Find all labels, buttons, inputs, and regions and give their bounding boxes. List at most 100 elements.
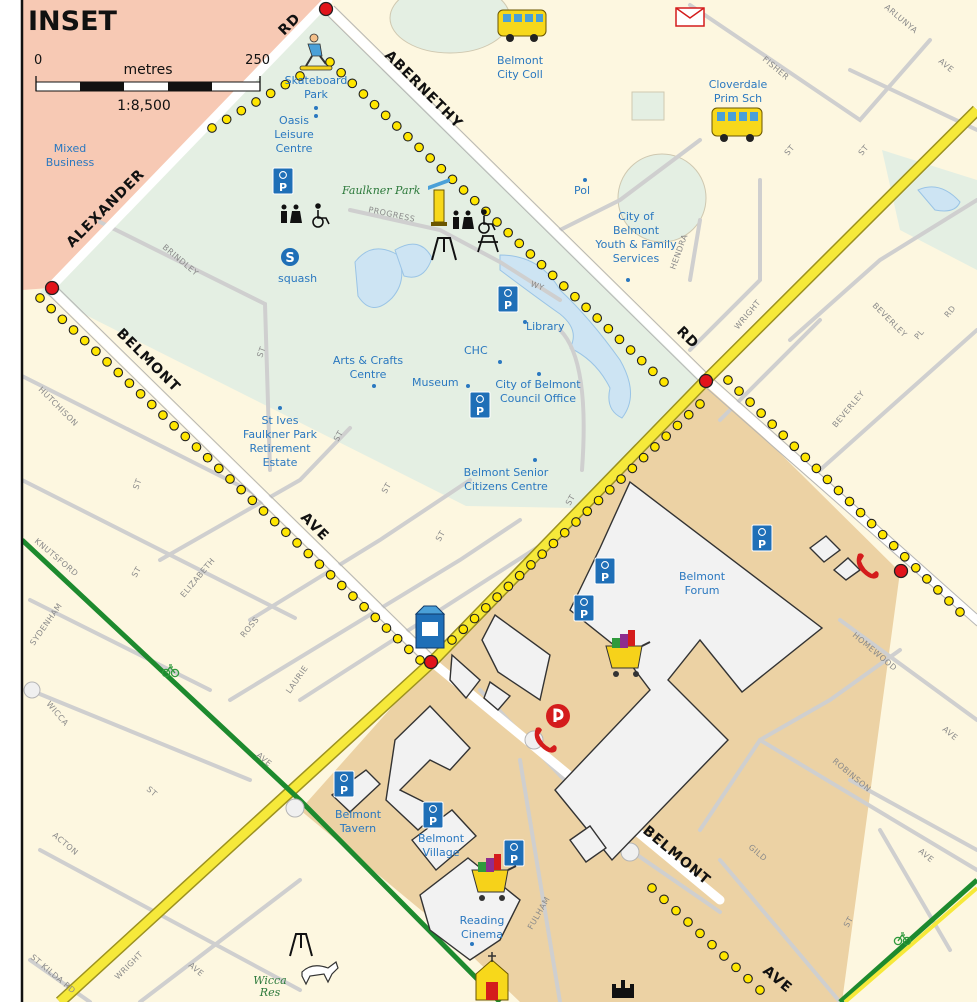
place-faulkner-park: Faulkner Park	[341, 184, 421, 197]
bus-route-dot	[899, 551, 910, 562]
bus-route-dot	[380, 110, 391, 121]
bus-route-dot	[525, 249, 536, 259]
bus-route-dot	[391, 121, 402, 131]
bus-route-dot	[247, 495, 258, 506]
bus-route-dot	[800, 452, 811, 463]
bus-route-dot	[392, 633, 403, 644]
bus-route-dot	[592, 313, 603, 323]
bus-route-dot	[503, 581, 514, 592]
school-bus-icon	[711, 107, 763, 142]
scale-bar: 0 metres 250 1:8,500	[34, 53, 270, 114]
bus-route-dot	[671, 905, 681, 916]
bus-route-dot	[469, 195, 480, 206]
bus-route-dot	[269, 516, 280, 527]
parking-icon	[469, 391, 491, 419]
scale-unit: metres	[123, 62, 172, 78]
bus-route-dot	[359, 601, 369, 612]
lake	[354, 248, 403, 308]
bus-route-dot	[614, 334, 625, 345]
bus-route-dot	[79, 335, 90, 346]
bus-route-dot	[695, 399, 705, 409]
bus-route-dot	[492, 592, 502, 602]
bus-route-dot	[581, 302, 591, 313]
bus-stop-icon	[44, 280, 60, 296]
parking-icon	[272, 167, 294, 195]
church-icon	[475, 952, 509, 1001]
skateboarder-icon	[299, 33, 333, 71]
bus-route-dot	[403, 644, 414, 655]
playground-icon	[289, 933, 313, 957]
bus-route-dot	[888, 540, 899, 551]
bus-route-dot	[833, 485, 844, 496]
bus-route-dot	[547, 270, 558, 281]
bus-route-dot	[526, 560, 536, 570]
bus-route-dot	[458, 185, 469, 195]
scale-ratio: 1:8,500	[117, 98, 171, 114]
bus-route-dot	[369, 99, 380, 110]
bus-route-dot	[756, 408, 766, 418]
bus-route-dot	[336, 580, 347, 591]
bus-route-dot	[207, 123, 217, 133]
bus-route-dot	[281, 527, 291, 538]
bus-route-dot	[347, 78, 358, 89]
bus-route-dot	[877, 529, 888, 540]
belmont-forum-building	[554, 480, 824, 862]
bus-route-dot	[258, 506, 269, 516]
milk-bar-icon	[414, 605, 446, 649]
bus-route-dot	[180, 431, 191, 442]
pond	[917, 186, 961, 212]
bus-stop-icon	[698, 373, 714, 389]
street-label: ST	[131, 477, 143, 490]
bus-route-dot	[844, 496, 855, 507]
bus-route-dot	[536, 259, 547, 270]
parking-icon	[751, 524, 773, 552]
bus-route-dot	[537, 549, 548, 560]
bus-route-dot	[548, 538, 559, 549]
bus-route-dot	[370, 612, 381, 623]
poi-dots	[278, 106, 630, 946]
bus-stop-icon	[318, 1, 334, 17]
bus-route-dot	[358, 89, 369, 99]
bus-route-dot	[778, 430, 789, 441]
bus-route-dot	[381, 623, 392, 633]
bus-route-dot	[672, 420, 683, 431]
bus-route-dot	[648, 366, 658, 377]
telephone-icon	[534, 727, 557, 753]
toilets-icon	[453, 210, 474, 229]
bus-route-dot	[348, 591, 358, 601]
school-oval	[617, 153, 707, 243]
bus-route-dot	[514, 238, 525, 249]
bus-route-dot	[695, 928, 705, 939]
school-bus-icon	[497, 9, 547, 42]
bus-route-dot	[683, 917, 693, 927]
bus-route-dot	[336, 67, 346, 78]
dog-icon	[301, 961, 339, 986]
bus-route-dot	[638, 452, 649, 463]
highway	[56, 106, 977, 1002]
bus-route-dot	[650, 442, 660, 452]
bus-route-dot	[169, 420, 179, 431]
bus-route-dot	[659, 894, 669, 905]
bus-route-dot	[325, 57, 335, 67]
parking-icon	[422, 801, 444, 829]
bus-route-dot	[292, 538, 302, 548]
roundabout	[620, 842, 640, 862]
bus-route-dot	[202, 452, 213, 463]
monument-icon	[428, 178, 450, 226]
highway-east	[843, 886, 977, 1002]
bus-route-dot	[469, 613, 480, 624]
bus-route-dot	[604, 484, 615, 495]
shopping-trolley-icon	[471, 854, 517, 901]
bus-route-dot	[35, 293, 45, 303]
bus-route-dot	[789, 441, 800, 452]
